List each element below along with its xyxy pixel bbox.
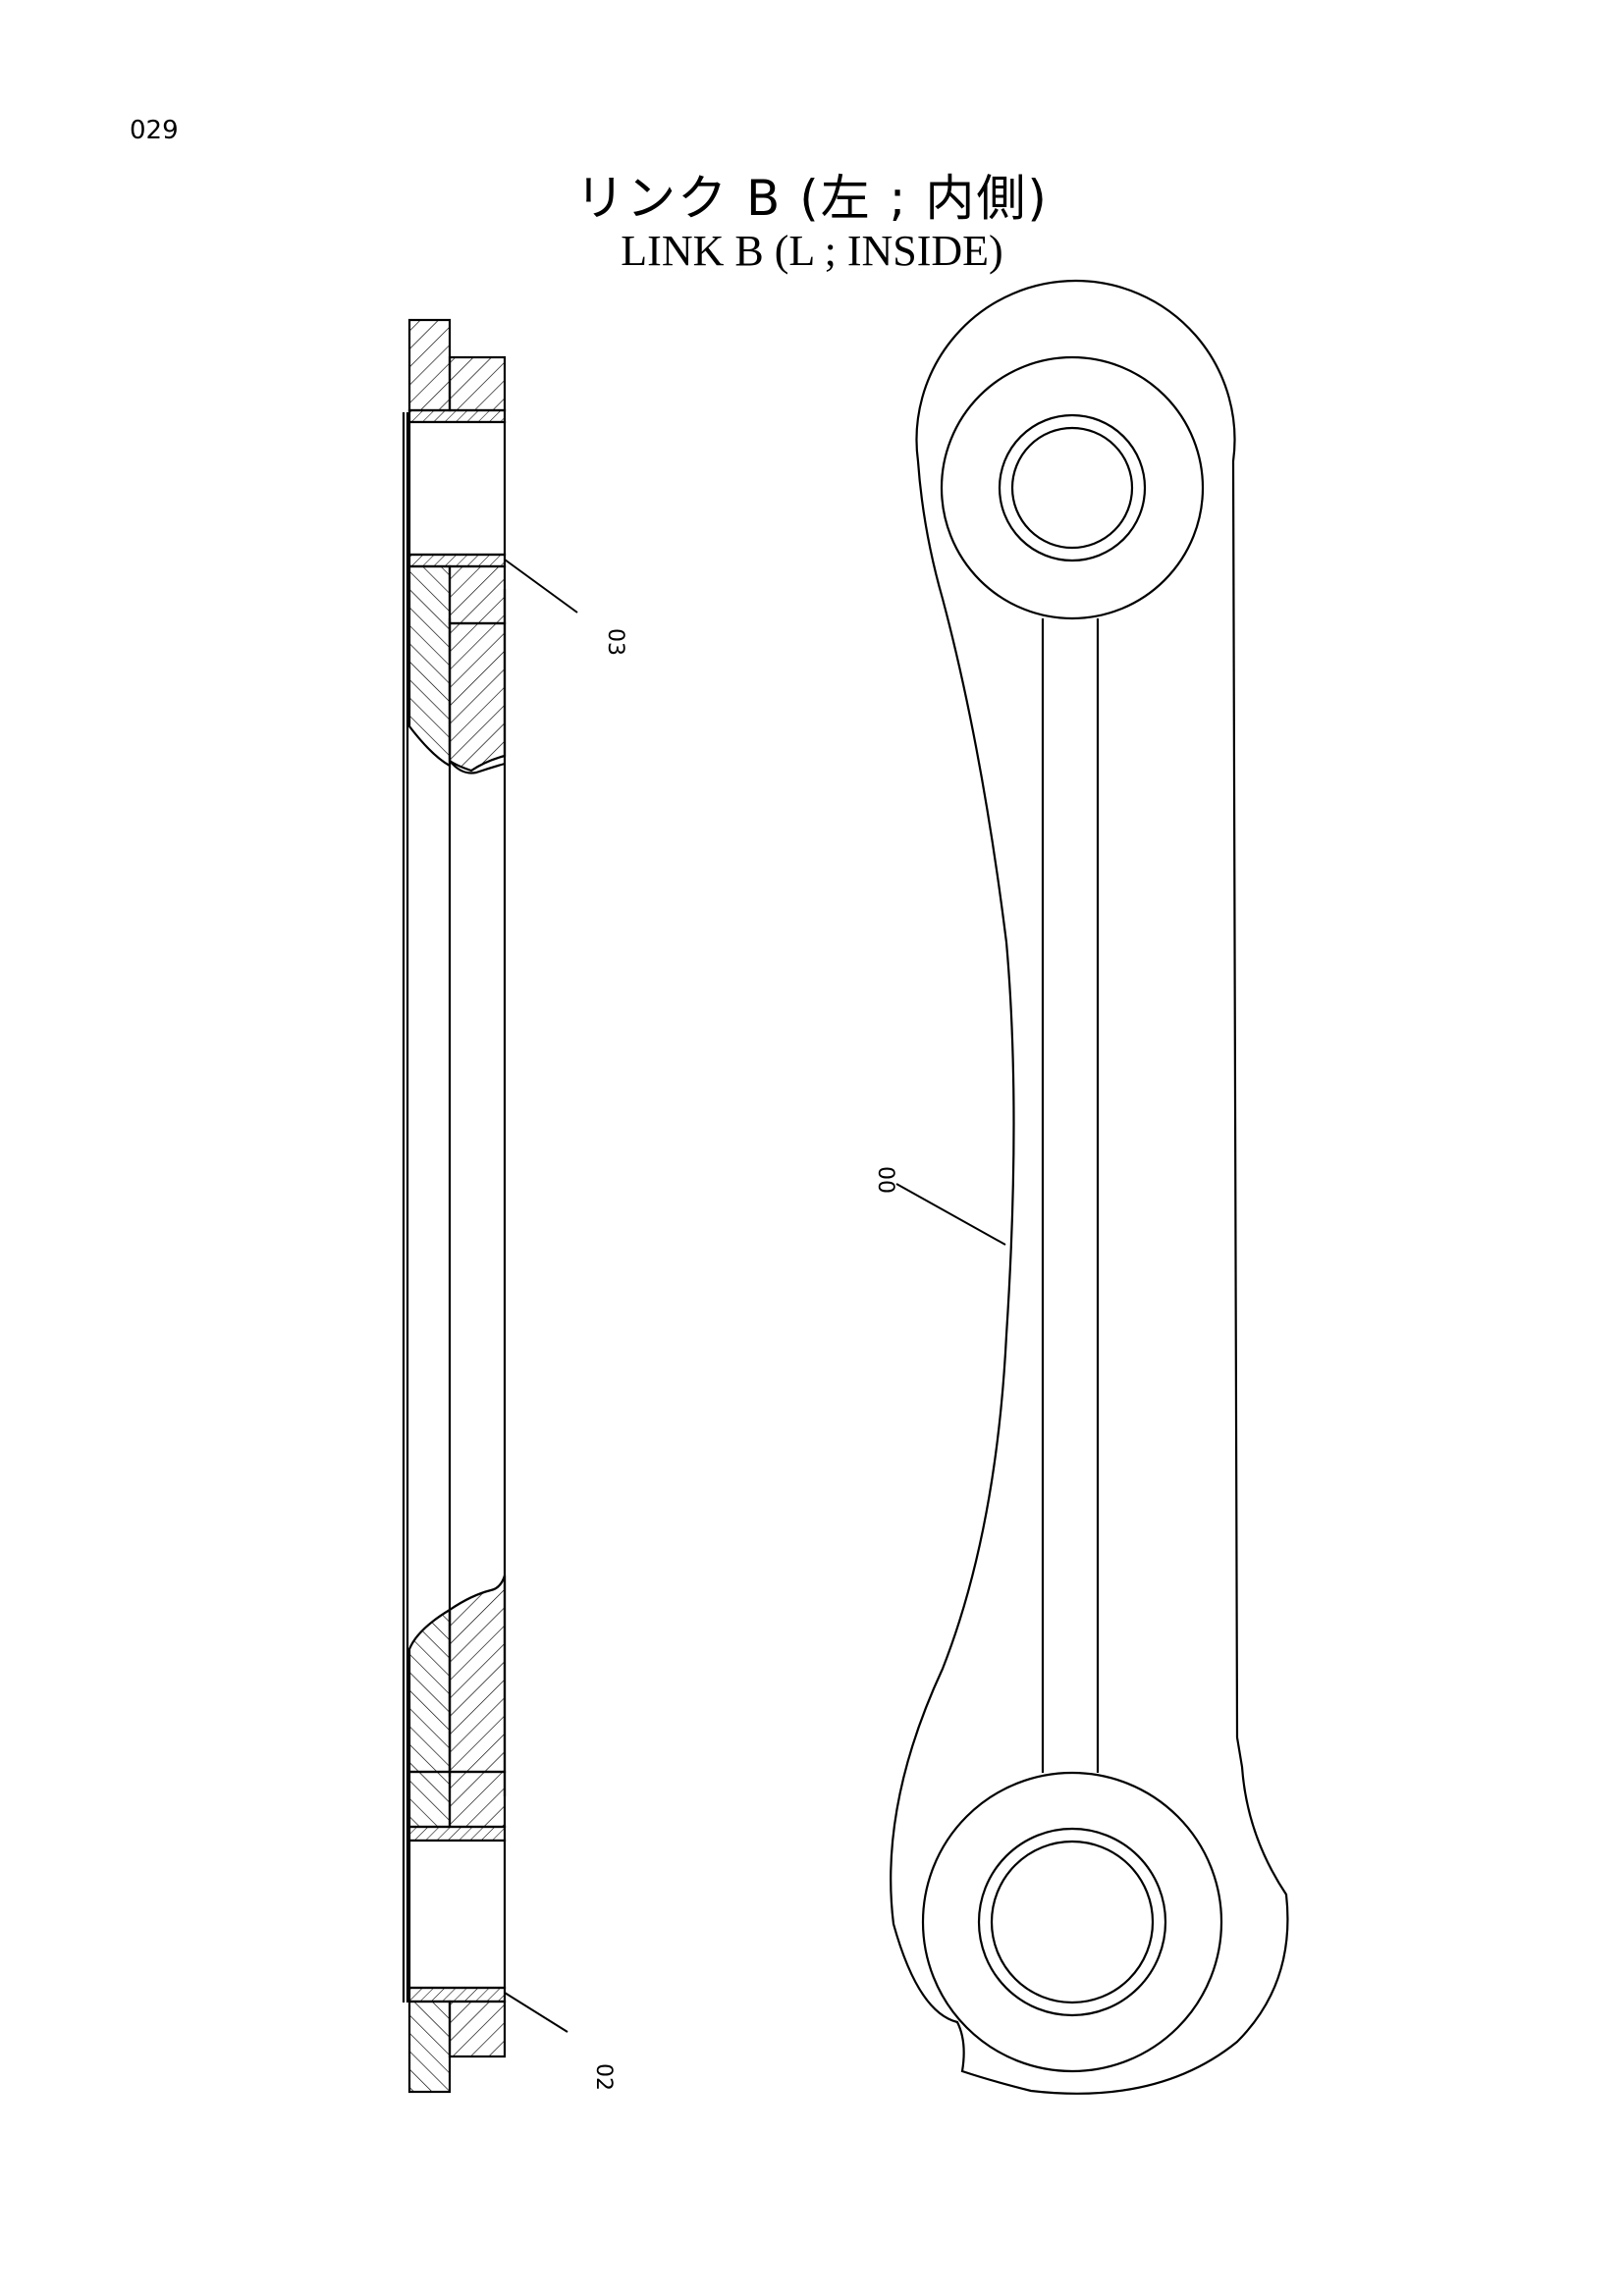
callout-02: 02 [591,2063,616,2091]
callout-00: 00 [873,1166,897,1194]
side-section-view [402,318,578,2094]
callout-03: 03 [603,628,627,656]
front-link-view [890,279,1289,2095]
title-english: LINK B (L ; INSIDE) [621,227,1003,275]
title-japanese: リンク B (左 ; 内側) [575,170,1049,227]
page-number: 029 [130,116,179,145]
